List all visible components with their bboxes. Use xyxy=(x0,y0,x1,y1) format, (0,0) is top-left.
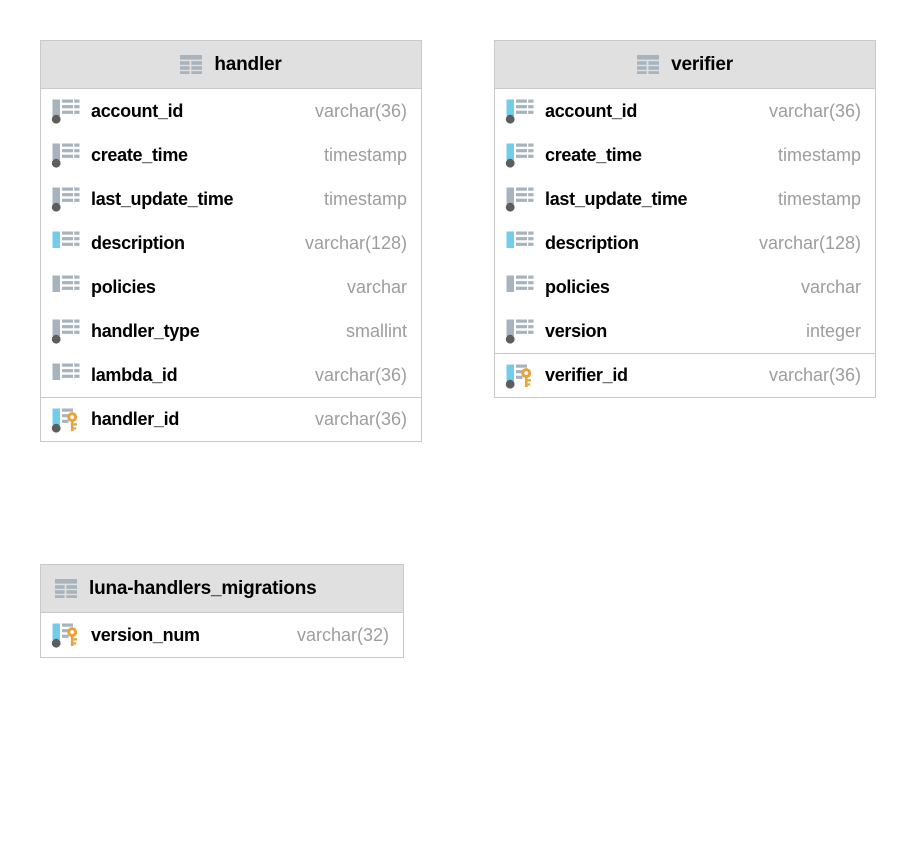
column-name: create_time xyxy=(545,144,642,165)
column-icon xyxy=(52,231,80,248)
column-row[interactable]: description varchar(128) xyxy=(41,221,421,265)
column-row[interactable]: lambda_id varchar(36) xyxy=(41,353,421,397)
column-name: account_id xyxy=(91,100,184,121)
column-name: lambda_id xyxy=(91,364,178,385)
column-name: version_num xyxy=(91,624,200,645)
column-name: last_update_time xyxy=(545,188,688,209)
column-row[interactable]: version integer xyxy=(495,309,875,353)
column-type: varchar(36) xyxy=(314,364,407,385)
column-row[interactable]: policies varchar xyxy=(41,265,421,309)
entity-header-luna-handlers_migrations[interactable]: luna-handlers_migrations xyxy=(41,565,403,613)
column-name: handler_type xyxy=(91,320,200,341)
column-name: policies xyxy=(545,276,610,297)
table-grid-icon xyxy=(180,55,203,74)
column-icon xyxy=(505,99,534,124)
column-type: varchar(36) xyxy=(768,100,861,121)
column-icon xyxy=(51,319,80,344)
column-row[interactable]: handler_id varchar(36) xyxy=(41,397,421,441)
column-name: account_id xyxy=(545,100,638,121)
primary-key-column-icon xyxy=(51,623,78,648)
table-grid-icon xyxy=(637,55,660,74)
column-type: varchar(36) xyxy=(768,365,861,385)
entity-header-verifier[interactable]: verifier xyxy=(495,41,875,89)
column-type: integer xyxy=(805,320,861,341)
column-name: create_time xyxy=(91,144,188,165)
primary-key-column-icon xyxy=(51,408,78,433)
column-name: description xyxy=(91,232,185,253)
column-type: timestamp xyxy=(323,188,407,209)
column-name: version xyxy=(545,320,607,341)
column-type: varchar(36) xyxy=(314,409,407,429)
entity-card-luna-handlers_migrations[interactable]: luna-handlers_migrations version_num varc… xyxy=(40,564,404,658)
column-row[interactable]: version_num varchar(32) xyxy=(41,613,403,657)
column-type: timestamp xyxy=(323,144,407,165)
column-icon xyxy=(52,275,80,292)
column-icon xyxy=(505,187,534,212)
entity-card-handler[interactable]: handler account_id varchar(36) create_tim… xyxy=(40,40,422,442)
column-icon xyxy=(51,99,80,124)
entity-header-handler[interactable]: handler xyxy=(41,41,421,89)
column-type: varchar(128) xyxy=(758,232,861,253)
column-name: handler_id xyxy=(91,409,180,429)
column-icon xyxy=(51,143,80,168)
column-type: timestamp xyxy=(777,144,861,165)
table-grid-icon xyxy=(55,579,77,598)
column-row[interactable]: verifier_id varchar(36) xyxy=(495,353,875,397)
entity-title: verifier xyxy=(671,53,733,75)
column-icon xyxy=(505,319,534,344)
entity-title: handler xyxy=(214,53,282,75)
column-name: verifier_id xyxy=(545,365,628,385)
column-icon xyxy=(505,143,534,168)
column-row[interactable]: create_time timestamp xyxy=(495,133,875,177)
column-type: smallint xyxy=(345,320,407,341)
column-type: varchar xyxy=(346,276,407,297)
column-row[interactable]: description varchar(128) xyxy=(495,221,875,265)
column-row[interactable]: create_time timestamp xyxy=(41,133,421,177)
column-row[interactable]: account_id varchar(36) xyxy=(41,89,421,133)
column-type: varchar(128) xyxy=(304,232,407,253)
column-icon xyxy=(51,187,80,212)
column-row[interactable]: policies varchar xyxy=(495,265,875,309)
column-icon xyxy=(506,275,534,292)
entity-title: luna-handlers_migrations xyxy=(89,577,317,599)
column-type: timestamp xyxy=(777,188,861,209)
column-name: description xyxy=(545,232,639,253)
column-type: varchar xyxy=(800,276,861,297)
column-list: version_num varchar(32) xyxy=(41,613,403,657)
column-name: policies xyxy=(91,276,156,297)
column-row[interactable]: last_update_time timestamp xyxy=(41,177,421,221)
column-name: last_update_time xyxy=(91,188,234,209)
column-type: varchar(36) xyxy=(314,100,407,121)
column-row[interactable]: handler_type smallint xyxy=(41,309,421,353)
primary-key-column-icon xyxy=(505,364,532,389)
column-row[interactable]: last_update_time timestamp xyxy=(495,177,875,221)
entity-card-verifier[interactable]: verifier account_id varchar(36) create_ti… xyxy=(494,40,876,398)
column-icon xyxy=(506,231,534,248)
column-type: varchar(32) xyxy=(296,624,389,645)
column-row[interactable]: account_id varchar(36) xyxy=(495,89,875,133)
column-icon xyxy=(52,363,80,380)
